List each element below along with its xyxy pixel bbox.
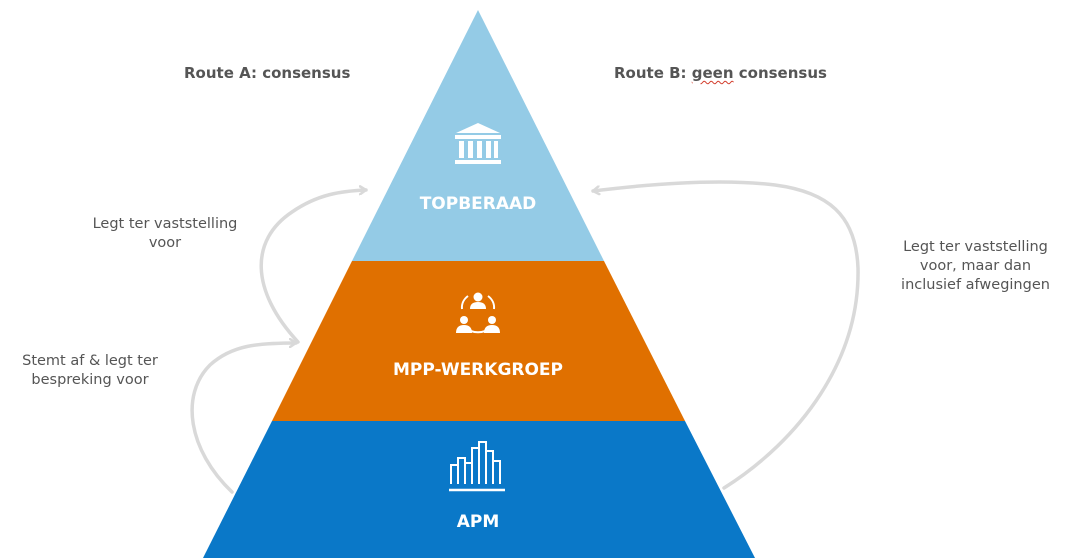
- tier-middle-shape: [272, 261, 685, 421]
- annotation-right: Legt ter vaststelling voor, maar dan inc…: [878, 238, 1073, 295]
- arrow-left-top: [259, 190, 368, 344]
- team-icon: [456, 292, 500, 334]
- arrow-left-bottom: [190, 343, 298, 494]
- annotation-line: Legt ter vaststelling: [92, 216, 238, 232]
- annotation-line: voor, maar dan: [919, 258, 1032, 274]
- route-b-suffix: consensus: [733, 64, 827, 82]
- tier-label-topberaad: TOPBERAAD: [419, 194, 537, 214]
- route-a-label: Route A: consensus: [184, 64, 351, 82]
- annotation-line: Stemt af & legt ter: [22, 353, 158, 369]
- route-b-keyword: geen: [691, 64, 734, 82]
- annotation-left-top: Legt ter vaststelling voor: [70, 215, 260, 253]
- annotation-left-bottom: Stemt af & legt ter bespreking voor: [0, 352, 180, 390]
- route-b-prefix: Route B:: [614, 64, 692, 82]
- bar-chart-icon: [449, 441, 505, 492]
- building-icon: [455, 123, 501, 164]
- annotation-line: Legt ter vaststelling: [903, 239, 1048, 255]
- annotation-line: bespreking voor: [31, 372, 149, 388]
- annotation-line: voor: [148, 235, 182, 251]
- tier-label-mpp-werkgroep: MPP-WERKGROEP: [392, 360, 564, 380]
- tier-label-apm: APM: [456, 512, 500, 532]
- annotation-line: inclusief afwegingen: [901, 277, 1050, 293]
- arrow-right: [591, 180, 860, 490]
- route-b-label: Route B: geen consensus: [614, 64, 827, 82]
